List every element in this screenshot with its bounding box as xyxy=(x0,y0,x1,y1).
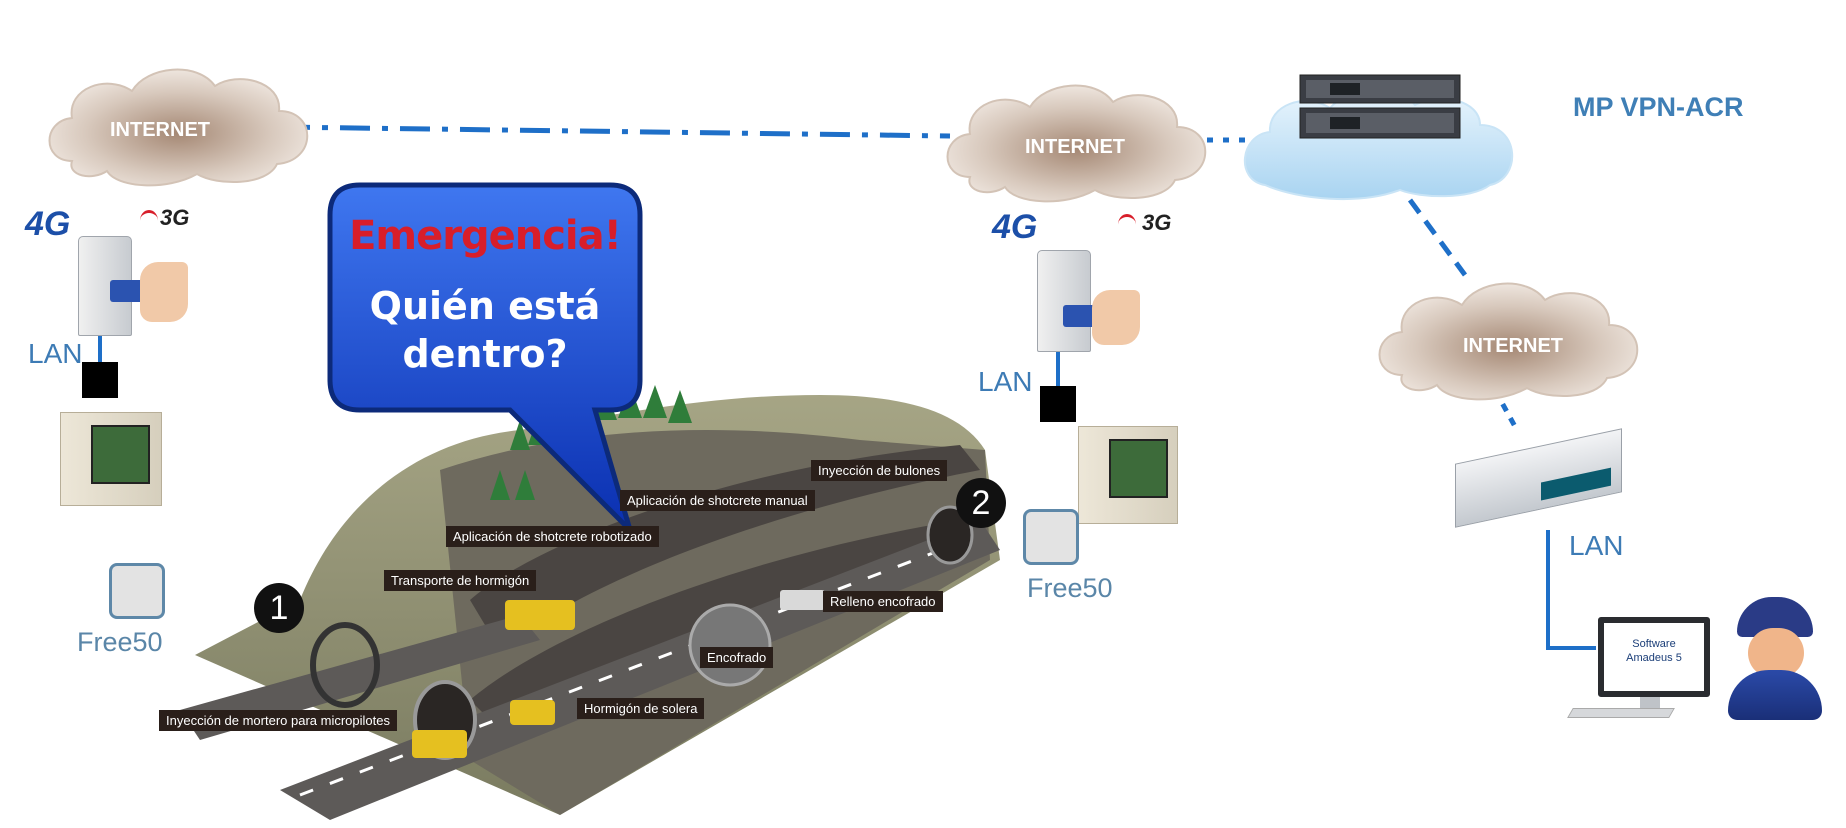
signal-icon xyxy=(140,210,158,231)
label-encofrado: Encofrado xyxy=(700,647,774,668)
guard-face xyxy=(1748,628,1804,678)
monitor-line-1: Software xyxy=(1632,638,1676,650)
gsm-modem-icon xyxy=(1037,250,1091,352)
label-transporte-hormigon: Transporte de hormigón xyxy=(384,570,537,591)
link-server-internet-right xyxy=(1407,198,1468,277)
internet-label-center: INTERNET xyxy=(1025,136,1125,158)
internet-label-right: INTERNET xyxy=(1463,335,1563,357)
lan-label-left: LAN xyxy=(28,338,83,369)
alert-speech-bubble xyxy=(327,182,643,532)
controller-cabinet-icon xyxy=(1078,426,1178,524)
server-icon xyxy=(1299,74,1461,139)
bubble-body: Quién está dentro? xyxy=(330,282,640,378)
keyboard-icon xyxy=(1567,708,1675,718)
3g-icon: 3G xyxy=(1142,210,1172,235)
cloud-icon xyxy=(48,68,309,187)
4g-icon: 4G xyxy=(25,205,71,243)
monitor-icon: Software Amadeus 5 xyxy=(1598,617,1710,697)
label-hormigon-solera: Hormigón de solera xyxy=(577,698,705,719)
lan-connector-left xyxy=(82,362,118,398)
sim-card-icon xyxy=(1063,305,1097,327)
bubble-line-2: dentro? xyxy=(402,332,568,376)
hand-icon xyxy=(140,262,188,322)
lan-line-router xyxy=(1546,530,1596,650)
controller-cabinet-icon xyxy=(60,412,162,506)
tunnel-badge-2: 2 xyxy=(956,478,1006,528)
label-relleno-encofrado: Relleno encofrado xyxy=(823,591,943,612)
server-label: MP VPN-ACR xyxy=(1573,92,1744,122)
4g-icon: 4G xyxy=(992,208,1038,246)
monitor-stand xyxy=(1640,697,1660,709)
label-inyeccion-bulones: Inyección de bulones xyxy=(811,460,948,481)
hand-icon xyxy=(1092,290,1140,345)
free50-reader-left[interactable] xyxy=(109,563,165,619)
free50-label-left: Free50 xyxy=(77,627,163,657)
free50-label-center: Free50 xyxy=(1027,573,1113,603)
label-shotcrete-manual: Aplicación de shotcrete manual xyxy=(620,490,815,511)
free50-reader-center[interactable] xyxy=(1023,509,1079,565)
label-inyeccion-mortero: Inyección de mortero para micropilotes xyxy=(159,710,397,731)
3g-icon: 3G xyxy=(160,205,190,230)
server-cloud-icon xyxy=(1243,89,1514,201)
lan-label-router: LAN xyxy=(1569,530,1624,561)
bubble-title: Emergencia! xyxy=(349,213,622,259)
monitor-line-2: Amadeus 5 xyxy=(1626,652,1682,664)
lan-label-center: LAN xyxy=(978,366,1033,397)
cloud-icon xyxy=(946,84,1207,203)
sim-card-icon xyxy=(110,280,144,302)
label-shotcrete-robotizado: Aplicación de shotcrete robotizado xyxy=(446,526,659,547)
link-internet-left-center xyxy=(279,124,951,139)
lan-connector-center xyxy=(1040,386,1076,422)
bubble-line-1: Quién está xyxy=(369,284,601,328)
tunnel-badge-1: 1 xyxy=(254,583,304,633)
internet-label-left: INTERNET xyxy=(110,119,210,141)
signal-icon xyxy=(1118,214,1136,235)
cloud-icon xyxy=(1378,282,1639,401)
guard-body xyxy=(1728,670,1822,720)
